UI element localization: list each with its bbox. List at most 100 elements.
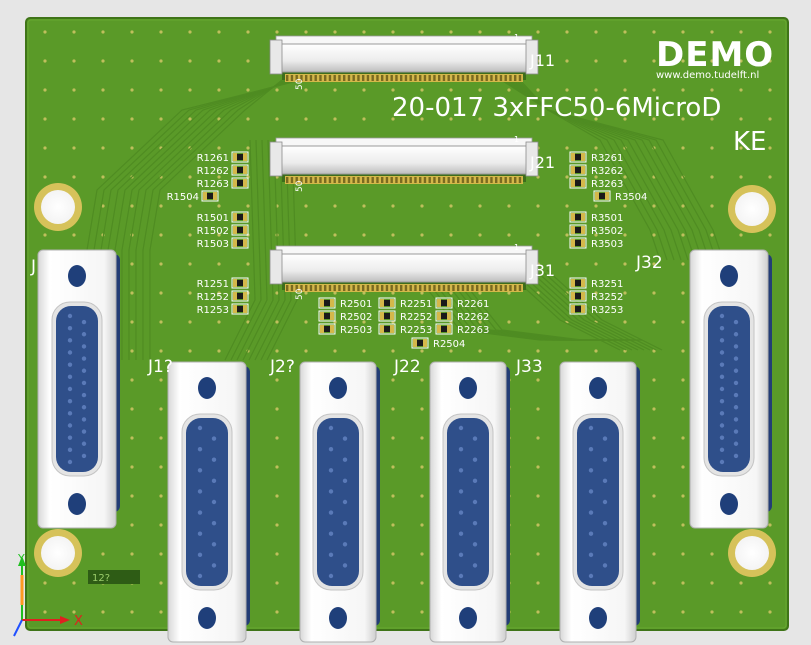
via-dot <box>623 59 627 63</box>
via-dot <box>275 465 279 469</box>
via-dot <box>652 117 656 121</box>
via-dot <box>391 291 395 295</box>
resistor: R2261 <box>435 297 489 310</box>
via-dot <box>362 233 366 237</box>
via-dot <box>362 117 366 121</box>
ffc-pin <box>495 177 498 183</box>
via-dot <box>43 175 47 179</box>
via-dot <box>536 349 540 353</box>
dsub-screw-hole <box>589 607 607 629</box>
resistor-body <box>384 300 390 306</box>
resistor-pad <box>605 192 609 200</box>
via-dot <box>478 30 482 34</box>
dsub-pin <box>328 531 334 536</box>
via-dot <box>565 262 569 266</box>
resistor-body <box>237 154 243 160</box>
via-dot <box>565 146 569 150</box>
ffc-pin <box>438 75 441 81</box>
resistor-pad <box>437 312 441 320</box>
via-dot <box>304 349 308 353</box>
resistor: R3261 <box>569 151 623 164</box>
via-dot <box>623 233 627 237</box>
resistor-label: R2261 <box>457 299 489 310</box>
dsub-insulator <box>447 418 489 586</box>
dsub-pin <box>472 436 478 441</box>
resistor-pad <box>243 179 247 187</box>
via-dot <box>594 146 598 150</box>
via-dot <box>159 88 163 92</box>
dsub-pin <box>81 344 87 349</box>
ffc-pin <box>480 285 484 291</box>
via-dot <box>275 320 279 324</box>
dsub-pin <box>733 356 739 361</box>
dsub-pin <box>197 489 203 494</box>
via-dot <box>246 262 250 266</box>
dsub-pin <box>733 429 739 434</box>
ffc-pin <box>457 285 460 291</box>
resistor-outline <box>569 290 587 302</box>
resistor-pad <box>571 292 575 300</box>
dsub-pin <box>602 457 608 462</box>
ffc-pin <box>290 75 294 81</box>
via-dot <box>420 465 424 469</box>
ffc-pin <box>438 285 441 291</box>
ffc-latch-right <box>525 39 539 75</box>
dsub-pin <box>81 319 87 325</box>
via-dot <box>565 30 569 34</box>
resistor-pad <box>203 192 207 200</box>
via-dot <box>217 262 221 266</box>
resistor: R3504 <box>593 190 647 203</box>
via-dot <box>681 494 685 498</box>
via-dot <box>420 233 424 237</box>
resistor-pad <box>571 166 575 174</box>
ffc-pin <box>286 75 289 81</box>
via-dot <box>449 204 453 208</box>
via-dot <box>768 523 772 527</box>
ffc-pin <box>309 75 313 81</box>
resistor-outline <box>378 297 396 309</box>
resistor-pad <box>390 325 394 333</box>
via-dot <box>391 552 395 556</box>
resistor: R3501 <box>569 211 623 224</box>
resistor-body <box>237 306 243 312</box>
via-dot <box>246 320 250 324</box>
via-dot <box>188 349 192 353</box>
resistor-pad <box>390 299 394 307</box>
via-dot <box>275 552 279 556</box>
via-dot <box>652 204 656 208</box>
via-dot <box>159 204 163 208</box>
resistor-outline <box>318 297 336 309</box>
resistor-body <box>441 326 447 332</box>
resistor-label: R2504 <box>433 339 465 350</box>
via-dot <box>681 146 685 150</box>
resistor-body <box>575 227 581 233</box>
via-dot <box>130 320 134 324</box>
resistor-outline <box>231 237 249 249</box>
resistor-pad <box>233 166 237 174</box>
ffc-pin <box>309 285 313 291</box>
via-dot <box>217 291 221 295</box>
via-dot <box>391 349 395 353</box>
via-dot <box>710 610 714 614</box>
ffc-pin <box>419 177 422 183</box>
via-dot <box>130 523 134 527</box>
demo-logo: DEMO www.demo.tudelft.nl <box>656 35 773 81</box>
resistor-label: R3503 <box>591 239 623 250</box>
dsub-pin <box>472 457 478 462</box>
dsub-pin <box>733 392 739 398</box>
resistor-pad <box>233 153 237 161</box>
resistor-body <box>575 180 581 186</box>
via-dot <box>159 30 163 34</box>
resistor: R1253 <box>197 303 249 316</box>
ffc-pin <box>485 75 488 81</box>
dsub-pin <box>81 417 87 422</box>
dsub-pin <box>602 436 608 441</box>
dsub-pin <box>458 573 464 579</box>
resistor-pad <box>320 299 324 307</box>
ffc-pin <box>447 177 450 183</box>
ffc-pin <box>400 177 403 183</box>
resistor-label: R3504 <box>615 192 647 203</box>
via-dot <box>768 610 772 614</box>
